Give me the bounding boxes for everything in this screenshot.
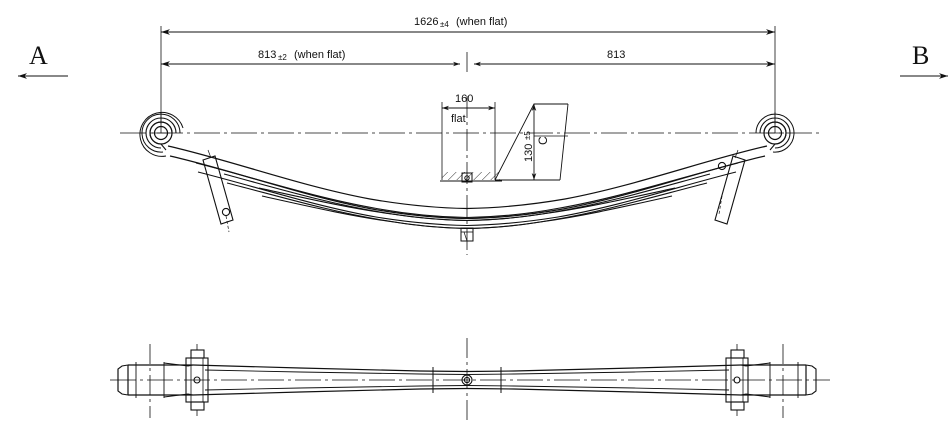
seat-width-value: 160 — [455, 93, 473, 105]
overall-length-value: 1626 — [414, 16, 438, 28]
leaf-spring-leaf-2 — [195, 162, 739, 227]
camber-value: 130 — [523, 144, 535, 162]
overall-length-tolerance: ±4 — [440, 20, 449, 29]
seat-width-note: flat — [451, 113, 466, 125]
right-rebound-clip — [714, 149, 746, 225]
half-left-tolerance: ±2 — [278, 53, 287, 62]
camber-label-group: 130 ±5 — [523, 131, 535, 162]
left-spring-eye — [139, 111, 184, 157]
dimension-line-seat-width — [441, 102, 496, 180]
plan-view — [110, 338, 830, 424]
detail-c-label: C — [536, 136, 550, 145]
half-left-value: 813 — [258, 49, 276, 61]
center-bolt-head — [461, 172, 473, 183]
plan-left-clamp — [185, 344, 209, 416]
overall-length-note: (when flat) — [456, 16, 507, 28]
detail-c-label-group: C — [536, 136, 550, 145]
spring-seat-hatch — [440, 172, 502, 182]
leaf-spring-main-leaf — [167, 145, 768, 220]
half-left-note: (when flat) — [294, 49, 345, 61]
plan-centerlines-vertical — [149, 338, 784, 424]
plan-right-clamp — [725, 344, 749, 416]
plan-center-bolt — [461, 374, 473, 386]
plan-center-seat — [432, 367, 502, 393]
left-rebound-clip — [202, 149, 234, 233]
view-marker-b-label: B — [912, 41, 929, 70]
right-spring-eye — [755, 112, 795, 153]
center-bolt-nut — [460, 227, 474, 242]
dimension-label-overall-length: 1626 ±4 (when flat) — [414, 16, 507, 29]
view-marker-a-label: A — [29, 41, 48, 70]
plan-main-leaf-outline — [127, 364, 807, 396]
camber-tolerance: ±5 — [523, 131, 532, 140]
dimension-label-half-left: 813 ±2 (when flat) — [258, 49, 345, 62]
half-right-value: 813 — [607, 49, 625, 61]
dimension-extension-lines — [160, 26, 776, 133]
detail-c-projection-box — [494, 103, 569, 181]
